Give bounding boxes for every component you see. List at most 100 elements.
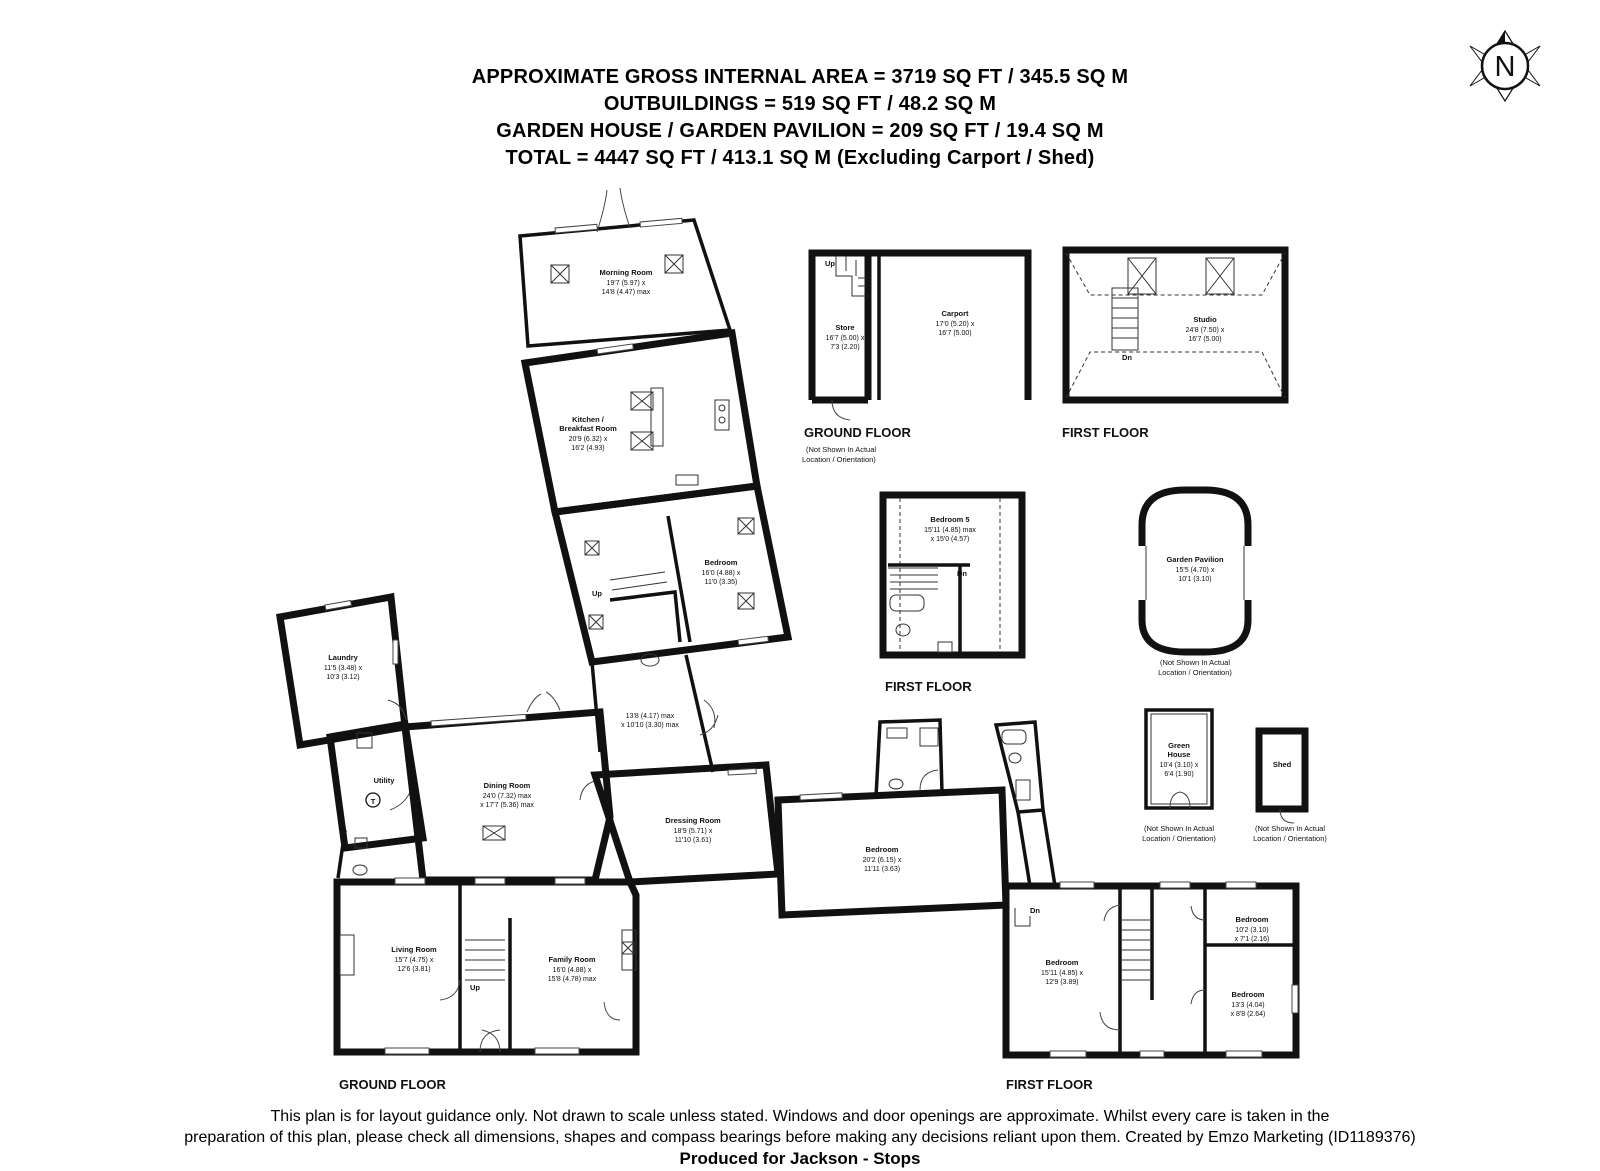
- bedroom5-first-floor-title: FIRST FLOOR: [885, 679, 972, 694]
- area-summary: APPROXIMATE GROSS INTERNAL AREA = 3719 S…: [0, 64, 1600, 172]
- main-first-floor: Dn Bedroom 15'11 (4.85) x 12'9 (3.89) Be…: [993, 720, 1300, 1092]
- living-room-label: Living Room: [391, 945, 437, 954]
- dressing-room-dim1: 18'9 (5.71) x: [674, 828, 713, 835]
- ff-bedroom3-label: Bedroom: [1232, 990, 1265, 999]
- greenhouse-dim1: 10'4 (3.10) x: [1160, 762, 1199, 769]
- ff-bedroom2-dim1: 10'2 (3.10): [1235, 927, 1268, 934]
- laundry-dim1: 11'5 (3.48) x: [324, 665, 363, 672]
- gross-internal-area: APPROXIMATE GROSS INTERNAL AREA = 3719 S…: [471, 66, 1129, 88]
- bedroom-main-dim1: 16'0 (4.88) x: [702, 570, 741, 577]
- pavilion-dim2: 10'1 (3.10): [1178, 576, 1211, 583]
- shed-note-2: Location / Orientation): [1253, 834, 1327, 843]
- greenhouse-note-2: Location / Orientation): [1142, 834, 1216, 843]
- dining-room-dim1: 24'0 (7.32) max: [483, 793, 532, 800]
- ff-bedroom1-label: Bedroom: [1046, 958, 1079, 967]
- disclaimer-line-2: preparation of this plan, please check a…: [184, 1129, 1416, 1146]
- bedroom-ground-dim2: 11'11 (3.63): [864, 866, 900, 873]
- bedroom-ground-label: Bedroom: [866, 845, 899, 854]
- green-house: Green House 10'4 (3.10) x 6'4 (1.90) (No…: [1142, 708, 1216, 843]
- dining-room-dim2: x 17'7 (5.36) max: [480, 802, 534, 809]
- outbuildings-area: OUTBUILDINGS = 519 SQ FT / 48.2 SQ M: [603, 93, 997, 115]
- laundry-dim2: 10'3 (3.12): [326, 674, 359, 681]
- living-room-dim1: 15'7 (4.75) x: [395, 957, 434, 964]
- greenhouse-label-2: House: [1168, 750, 1191, 759]
- morning-room-label: Morning Room: [600, 268, 653, 277]
- carport-dim2: 16'7 (5.00): [938, 330, 971, 337]
- ff-bedroom3-dim2: x 8'8 (2.64): [1231, 1011, 1266, 1018]
- boiler-marker: T: [371, 797, 376, 806]
- produced-for: Produced for Jackson - Stops: [679, 1149, 921, 1168]
- studio-first-floor: Dn Studio 24'8 (7.50) x 16'7 (5.00) FIRS…: [1062, 246, 1289, 440]
- family-room-dim1: 16'0 (4.88) x: [553, 967, 592, 974]
- kitchen-label-2: Breakfast Room: [559, 424, 617, 433]
- bedroom5-dn-marker: Dn: [957, 569, 967, 578]
- store-dim2: 7'3 (2.20): [830, 344, 859, 351]
- stairs-up-marker: Up: [592, 589, 602, 598]
- studio-dim1: 24'8 (7.50) x: [1186, 327, 1225, 334]
- ff-bedroom2-dim2: x 7'1 (2.16): [1235, 936, 1270, 943]
- disclaimer: This plan is for layout guidance only. N…: [0, 1106, 1600, 1148]
- pavilion-label: Garden Pavilion: [1166, 555, 1224, 564]
- main-ground-floor-labels: Morning Room 19'7 (5.97) x 14'8 (4.47) m…: [324, 268, 902, 1092]
- store-dim1: 16'7 (5.00) x: [826, 335, 865, 342]
- total-area: TOTAL = 4447 SQ FT / 413.1 SQ M (Excludi…: [505, 147, 1095, 169]
- store-up-marker: Up: [825, 259, 835, 268]
- carport-label: Carport: [941, 309, 969, 318]
- living-stairs-up-marker: Up: [470, 983, 480, 992]
- outbuilding-note-2: Location / Orientation): [802, 455, 876, 464]
- main-first-floor-title: FIRST FLOOR: [1006, 1077, 1093, 1092]
- ff-bedroom2-label: Bedroom: [1236, 915, 1269, 924]
- outbuilding-note-1: (Not Shown In Actual: [806, 445, 876, 454]
- dressing-room-dim2: 11'10 (3.61): [675, 837, 712, 844]
- morning-room-dim1: 19'7 (5.97) x: [607, 280, 646, 287]
- shed: Shed (Not Shown In Actual Location / Ori…: [1253, 727, 1327, 843]
- pavilion-dim1: 15'5 (4.70) x: [1176, 567, 1215, 574]
- ff-bedroom1-dim1: 15'11 (4.85) x: [1041, 970, 1084, 977]
- utility-label: Utility: [374, 776, 396, 785]
- greenhouse-note-1: (Not Shown In Actual: [1144, 824, 1214, 833]
- first-floor-dn-marker: Dn: [1030, 906, 1040, 915]
- store-label: Store: [835, 323, 854, 332]
- greenhouse-dim2: 6'4 (1.90): [1164, 771, 1193, 778]
- family-room-label: Family Room: [548, 955, 595, 964]
- greenhouse-label-1: Green: [1168, 741, 1190, 750]
- hall-dim1: 13'8 (4.17) max: [626, 713, 675, 720]
- compass-north-label: N: [1495, 51, 1516, 83]
- outbuilding-ground-floor: Up Store 16'7 (5.00) x 7'3 (2.20) Carpor…: [802, 249, 1032, 464]
- pavilion-note-2: Location / Orientation): [1158, 668, 1232, 677]
- ff-bedroom1-dim2: 12'9 (3.89): [1045, 979, 1078, 986]
- bedroom-main-dim2: 11'0 (3.35): [705, 579, 738, 586]
- hall-dim2: x 10'10 (3.30) max: [621, 722, 679, 729]
- shed-note-1: (Not Shown In Actual: [1255, 824, 1325, 833]
- family-room-dim2: 15'8 (4.78) max: [548, 976, 597, 983]
- bedroom5-first-floor: Dn Bedroom 5 15'11 (4.85) max x 15'0 (4.…: [879, 491, 1026, 694]
- compass-icon: N: [1469, 29, 1541, 103]
- morning-room-dim2: 14'8 (4.47) max: [602, 289, 651, 296]
- main-ground-floor-title: GROUND FLOOR: [339, 1077, 446, 1092]
- bedroom-ground-dim1: 20'2 (6.15) x: [863, 857, 902, 864]
- disclaimer-line-1: This plan is for layout guidance only. N…: [270, 1108, 1330, 1125]
- bedroom-main-label: Bedroom: [705, 558, 738, 567]
- pavilion-note-1: (Not Shown In Actual: [1160, 658, 1230, 667]
- bedroom5-dim1: 15'11 (4.85) max: [924, 527, 976, 534]
- studio-label: Studio: [1193, 315, 1217, 324]
- kitchen-dim1: 20'9 (6.32) x: [569, 436, 608, 443]
- garden-house-area: GARDEN HOUSE / GARDEN PAVILION = 209 SQ …: [496, 120, 1104, 142]
- dining-room-label: Dining Room: [484, 781, 531, 790]
- bedroom5-dim2: x 15'0 (4.57): [931, 536, 970, 543]
- living-room-dim2: 12'6 (3.81): [397, 966, 430, 973]
- laundry-label: Laundry: [328, 653, 358, 662]
- garden-pavilion: Garden Pavilion 15'5 (4.70) x 10'1 (3.10…: [1138, 486, 1252, 677]
- kitchen-label-1: Kitchen /: [572, 415, 605, 424]
- studio-dim2: 16'7 (5.00): [1188, 336, 1221, 343]
- bedroom5-label: Bedroom 5: [930, 515, 969, 524]
- outbuilding-ground-floor-title: GROUND FLOOR: [804, 425, 911, 440]
- studio-first-floor-title: FIRST FLOOR: [1062, 425, 1149, 440]
- studio-dn-marker: Dn: [1122, 353, 1132, 362]
- shed-label: Shed: [1273, 760, 1292, 769]
- carport-dim1: 17'0 (5.20) x: [936, 321, 975, 328]
- main-ground-floor: T: [276, 187, 1010, 1056]
- kitchen-dim2: 16'2 (4.93): [571, 445, 604, 452]
- dressing-room-label: Dressing Room: [665, 816, 721, 825]
